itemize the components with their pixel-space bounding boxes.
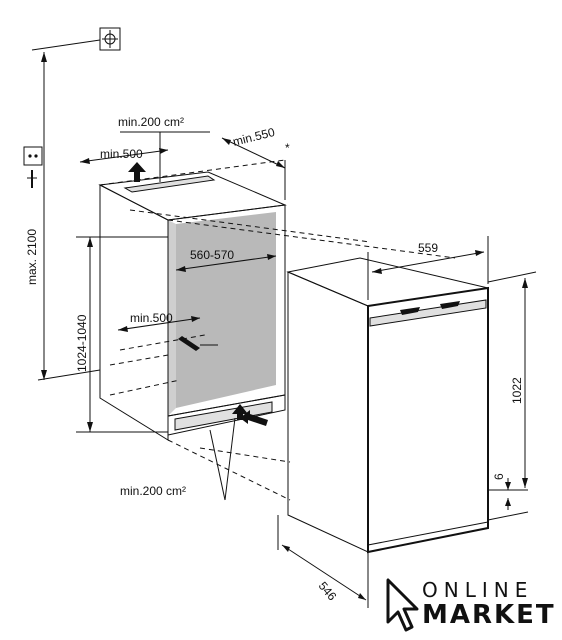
appliance-height-label: 1022 <box>510 377 524 404</box>
logo-line-1: ONLINE <box>422 578 534 602</box>
niche-width-dimension: 560-570 <box>175 248 277 272</box>
logo-line-2: MARKET <box>422 600 556 630</box>
max-height-dimension: max. 2100 <box>23 52 101 381</box>
appliance-height-dimension: 1022 <box>487 271 537 491</box>
appliance-gap-dimension: 6 <box>487 473 529 521</box>
inner-vent-width-label: min.500 <box>130 311 173 325</box>
niche-height-dimension: 1024-1040 <box>75 236 168 433</box>
appliance-gap-label: 6 <box>492 473 506 480</box>
inner-vent-dimension: min.500 <box>117 311 218 351</box>
appliance-depth-dimension: 546 <box>277 515 369 608</box>
niche-depth-label: min.550 <box>231 125 276 149</box>
online-market-logo: ONLINE MARKET <box>384 578 554 634</box>
appliance-width-dimension: 559 <box>367 236 489 300</box>
max-height-label: max. 2100 <box>25 229 39 285</box>
appliance <box>286 257 489 554</box>
power-socket-icon <box>23 146 43 188</box>
niche-height-label: 1024-1040 <box>75 314 89 372</box>
top-vent-width-label: min.500 <box>100 147 143 161</box>
niche-depth-dimension: min.550 * <box>221 125 290 200</box>
top-ventilation: min.200 cm² min.500 <box>79 115 210 182</box>
cursor-arrow-icon <box>386 578 419 632</box>
top-vent-area-label: min.200 cm² <box>118 115 184 129</box>
bottom-ventilation: min.200 cm² <box>120 404 268 501</box>
niche-cabinet <box>98 159 456 501</box>
up-arrow-icon-bottom <box>232 404 248 420</box>
ceiling-reference <box>31 27 121 51</box>
up-arrow-icon <box>128 162 146 182</box>
appliance-depth-label: 546 <box>316 579 340 604</box>
appliance-width-label: 559 <box>418 241 438 255</box>
bottom-vent-area-label: min.200 cm² <box>120 484 186 498</box>
niche-depth-note: * <box>285 141 290 155</box>
niche-width-label: 560-570 <box>190 248 234 262</box>
